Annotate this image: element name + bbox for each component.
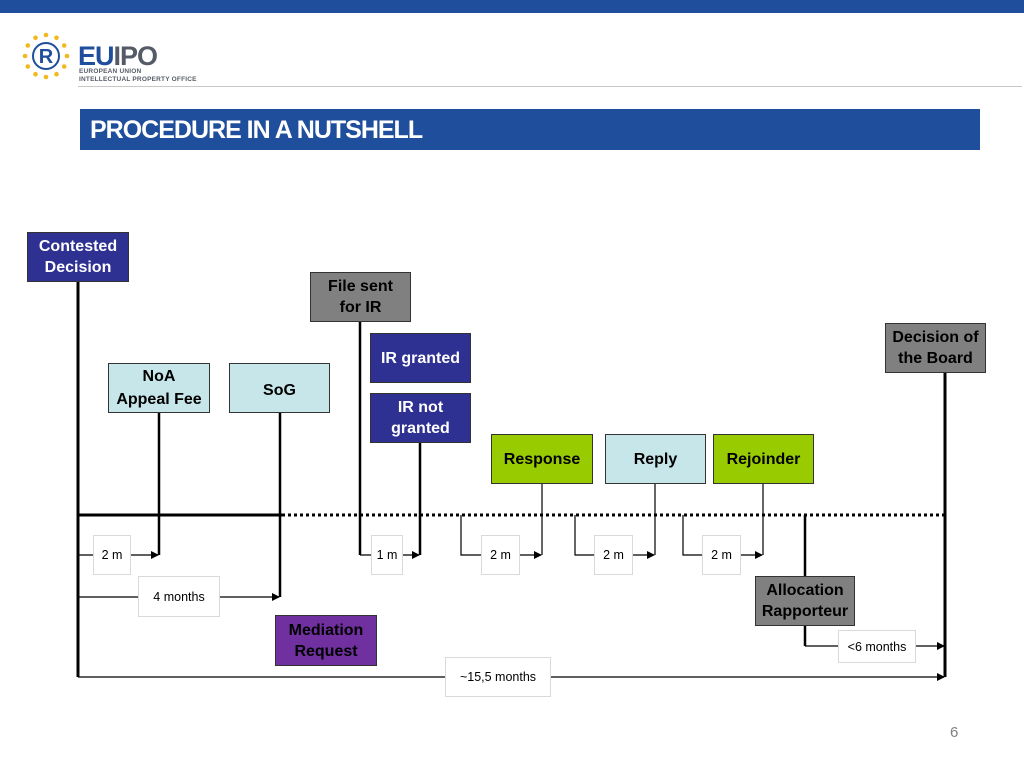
logo-star-circle-icon: R — [22, 32, 70, 80]
rejoinder-label: Rejoinder — [726, 450, 801, 468]
ir-not-granted-line-2: granted — [391, 420, 450, 437]
decision-of-the-board-box: Decision of the Board — [885, 323, 986, 373]
page-number: 6 — [950, 724, 959, 741]
decision-line-1: Decision of — [892, 329, 979, 346]
logo-eu: EU — [78, 41, 115, 71]
logo-subtitle-line-1: EUROPEAN UNION — [79, 68, 142, 75]
header-divider — [78, 86, 1022, 87]
logo-subtitle-line-2: INTELLECTUAL PROPERTY OFFICE — [79, 75, 197, 83]
allocation-line-2: Rapporteur — [761, 603, 849, 620]
noa-appeal-fee-box: NoA Appeal Fee — [108, 363, 210, 413]
mediation-request-box: Mediation Request — [275, 615, 377, 666]
contested-decision-line-2: Decision — [44, 259, 112, 276]
file-sent-line-1: File sent — [328, 278, 393, 295]
duration-noa: 2 m — [93, 535, 131, 575]
decision-line-2: the Board — [898, 350, 973, 367]
duration-sog: 4 months — [138, 576, 220, 617]
logo-ipo: IPO — [113, 41, 159, 71]
appeal-fee-label: Appeal Fee — [116, 391, 202, 408]
ir-granted-label: IR granted — [380, 349, 461, 367]
duration-rejoinder: 2 m — [702, 535, 741, 575]
reply-box: Reply — [605, 434, 706, 484]
sog-label: SoG — [263, 382, 296, 399]
allocation-line-1: Allocation — [766, 582, 844, 599]
ir-not-granted-box: IR not granted — [370, 393, 471, 443]
logo-wordmark: EUIPO — [78, 41, 159, 71]
mediation-line-2: Request — [294, 642, 358, 660]
page-title: PROCEDURE IN A NUTSHELL — [90, 116, 423, 144]
ir-granted-box: IR granted — [370, 333, 471, 383]
response-box: Response — [491, 434, 593, 484]
rejoinder-box: Rejoinder — [713, 434, 814, 484]
top-accent-bar — [0, 0, 1024, 13]
euipo-logo: R EUIPO EUROPEAN UNION INTELLECTUAL PROP… — [20, 30, 220, 85]
reply-label: Reply — [633, 450, 678, 468]
ir-not-granted-line-1: IR not — [397, 399, 444, 416]
response-label: Response — [503, 450, 581, 468]
svg-text:R: R — [39, 46, 54, 68]
file-sent-for-ir-box: File sent for IR — [310, 272, 411, 322]
duration-decision: <6 months — [838, 630, 916, 663]
contested-decision-line-1: Contested — [38, 238, 118, 255]
file-sent-line-2: for IR — [339, 299, 382, 316]
duration-reply: 2 m — [594, 535, 633, 575]
contested-decision-box: Contested Decision — [27, 232, 129, 282]
sog-box: SoG — [229, 363, 330, 413]
noa-label: NoA — [142, 368, 176, 385]
duration-total: ~15,5 months — [445, 657, 551, 697]
logo-subtitle: EUROPEAN UNION INTELLECTUAL PROPERTY OFF… — [79, 68, 197, 83]
duration-ir: 1 m — [371, 535, 403, 575]
title-bar: PROCEDURE IN A NUTSHELL — [80, 109, 980, 150]
mediation-line-1: Mediation — [288, 621, 364, 639]
duration-response: 2 m — [481, 535, 520, 575]
allocation-rapporteur-box: Allocation Rapporteur — [755, 576, 855, 626]
